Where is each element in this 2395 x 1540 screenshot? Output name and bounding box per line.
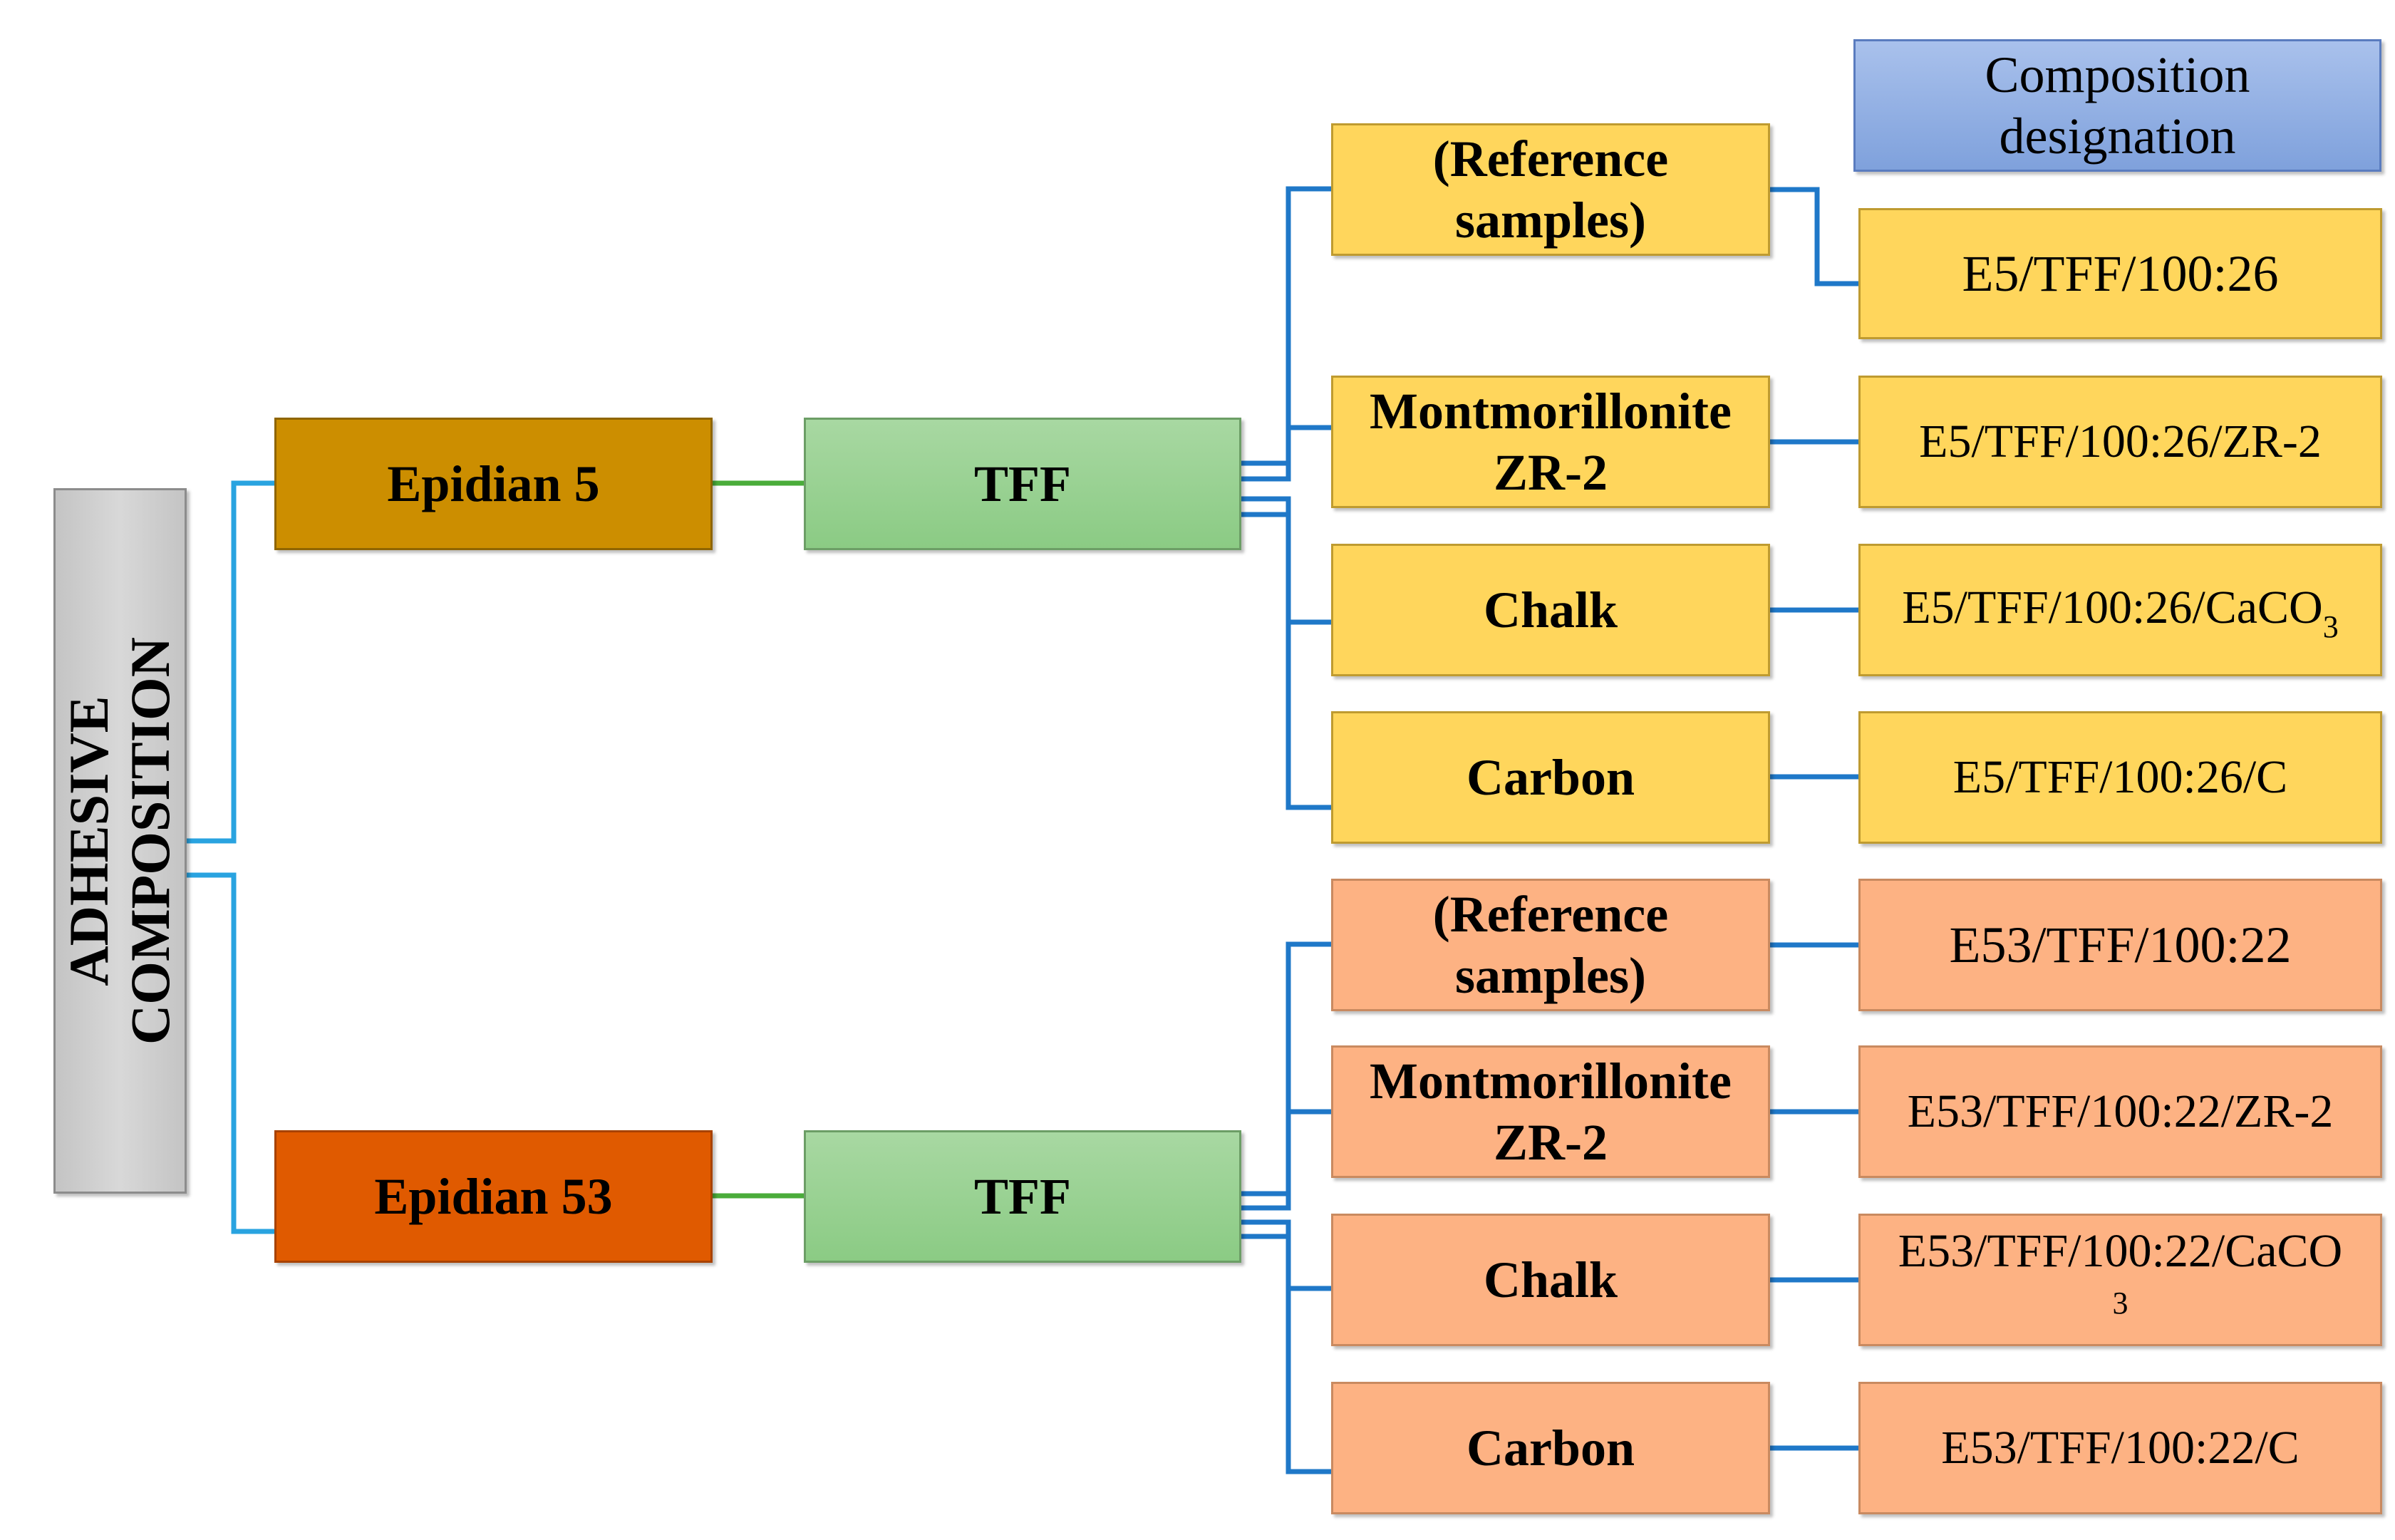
tff-filler-connectors-e53 xyxy=(1241,941,1331,1474)
designation-chalk-e5: E5/TFF/100:26/CaCO3 xyxy=(1858,544,2382,676)
designation-chalk-e5-subscript: 3 xyxy=(2322,609,2339,644)
designation-carbon-e53-text: E53/TFF/100:22/C xyxy=(1941,1422,2300,1474)
filler-montmorillonite-e53-line1: Montmorillonite xyxy=(1370,1053,1732,1110)
designation-carbon-e5: E5/TFF/100:26/C xyxy=(1858,711,2382,844)
filler-montmorillonite-e5-line2: ZR-2 xyxy=(1494,444,1608,501)
designation-chalk-e5-text: E5/TFF/100:26/CaCO xyxy=(1902,581,2323,634)
hardener-tff-e5-label: TFF xyxy=(974,455,1071,512)
filler-montmorillonite-e53: Montmorillonite ZR-2 xyxy=(1331,1045,1770,1178)
filler-reference-e5-line2: samples) xyxy=(1455,192,1646,249)
designation-chalk-e53-subscript: 3 xyxy=(2112,1286,2128,1321)
designation-reference-e5-text: E5/TFF/100:26 xyxy=(1962,245,2279,302)
filler-chalk-e5-label: Chalk xyxy=(1483,582,1618,639)
connector-tff-montmorillonite-e53 xyxy=(1241,1109,1331,1211)
connector-tff-reference-e53 xyxy=(1241,941,1331,1197)
filler-montmorillonite-e5-line1: Montmorillonite xyxy=(1370,383,1732,440)
connector-root-epidian53 xyxy=(187,872,274,1234)
designation-montmorillonite-e5: E5/TFF/100:26/ZR-2 xyxy=(1858,376,2382,508)
resin-epidian5: Epidian 5 xyxy=(274,418,713,550)
filler-chalk-e53: Chalk xyxy=(1331,1214,1770,1346)
filler-reference-e5-line1: (Reference xyxy=(1432,130,1669,187)
connector-tff-carbon-e5 xyxy=(1241,512,1331,810)
root-connectors xyxy=(187,480,274,1234)
filler-reference-e53-line1: (Reference xyxy=(1432,886,1669,943)
filler-chalk-e5: Chalk xyxy=(1331,544,1770,676)
root-label-line1: ADHESIVE xyxy=(58,696,120,986)
hardener-tff-e5: TFF xyxy=(804,418,1241,550)
resin-epidian53: Epidian 53 xyxy=(274,1130,713,1263)
filler-reference-e5: (Reference samples) xyxy=(1331,123,1770,256)
connector-tff-reference-e5 xyxy=(1241,186,1331,466)
filler-carbon-e53: Carbon xyxy=(1331,1382,1770,1514)
hardener-tff-e53: TFF xyxy=(804,1130,1241,1263)
filler-carbon-e5: Carbon xyxy=(1331,711,1770,844)
header-line2: designation xyxy=(1999,108,2236,165)
connector-tff-montmorillonite-e5 xyxy=(1241,425,1331,482)
filler-montmorillonite-e53-line2: ZR-2 xyxy=(1494,1114,1608,1171)
filler-designation-connectors xyxy=(1770,187,1858,1451)
resin-epidian53-label: Epidian 53 xyxy=(374,1168,613,1225)
hardener-tff-e53-label: TFF xyxy=(974,1168,1071,1225)
connector-root-epidian5 xyxy=(187,480,274,844)
tff-filler-connectors-e5 xyxy=(1241,186,1331,810)
filler-montmorillonite-e5: Montmorillonite ZR-2 xyxy=(1331,376,1770,508)
designation-montmorillonite-e53: E53/TFF/100:22/ZR-2 xyxy=(1858,1045,2382,1178)
designation-reference-e53: E53/TFF/100:22 xyxy=(1858,879,2382,1011)
designation-montmorillonite-e5-text: E5/TFF/100:26/ZR-2 xyxy=(1919,415,2322,467)
designation-montmorillonite-e53-text: E53/TFF/100:22/ZR-2 xyxy=(1907,1085,2334,1137)
designation-carbon-e53: E53/TFF/100:22/C xyxy=(1858,1382,2382,1514)
filler-carbon-e5-label: Carbon xyxy=(1466,749,1635,806)
adhesive-composition-root: ADHESIVE COMPOSITION xyxy=(53,488,187,1194)
designation-reference-e5: E5/TFF/100:26 xyxy=(1858,208,2382,339)
resin-tff-connectors xyxy=(713,480,804,1199)
designation-chalk-e53: E53/TFF/100:22/CaCO 3 xyxy=(1858,1214,2382,1346)
designation-carbon-e5-text: E5/TFF/100:26/C xyxy=(1952,751,2288,803)
filler-carbon-e53-label: Carbon xyxy=(1466,1420,1635,1477)
connector-reference-designation-e5 xyxy=(1770,187,1858,286)
filler-reference-e53-line2: samples) xyxy=(1455,947,1646,1004)
filler-reference-e53: (Reference samples) xyxy=(1331,879,1770,1011)
designation-chalk-e53-text: E53/TFF/100:22/CaCO xyxy=(1898,1225,2343,1277)
composition-designation-header: Composition designation xyxy=(1853,39,2381,172)
filler-chalk-e53-label: Chalk xyxy=(1483,1251,1618,1308)
root-label-line2: COMPOSITION xyxy=(119,636,182,1045)
designation-reference-e53-text: E53/TFF/100:22 xyxy=(1949,916,2292,973)
root-label: ADHESIVE COMPOSITION xyxy=(58,636,182,1045)
header-line1: Composition xyxy=(1985,46,2250,103)
resin-epidian5-label: Epidian 5 xyxy=(387,455,600,512)
connector-tff-carbon-e53 xyxy=(1241,1234,1331,1474)
